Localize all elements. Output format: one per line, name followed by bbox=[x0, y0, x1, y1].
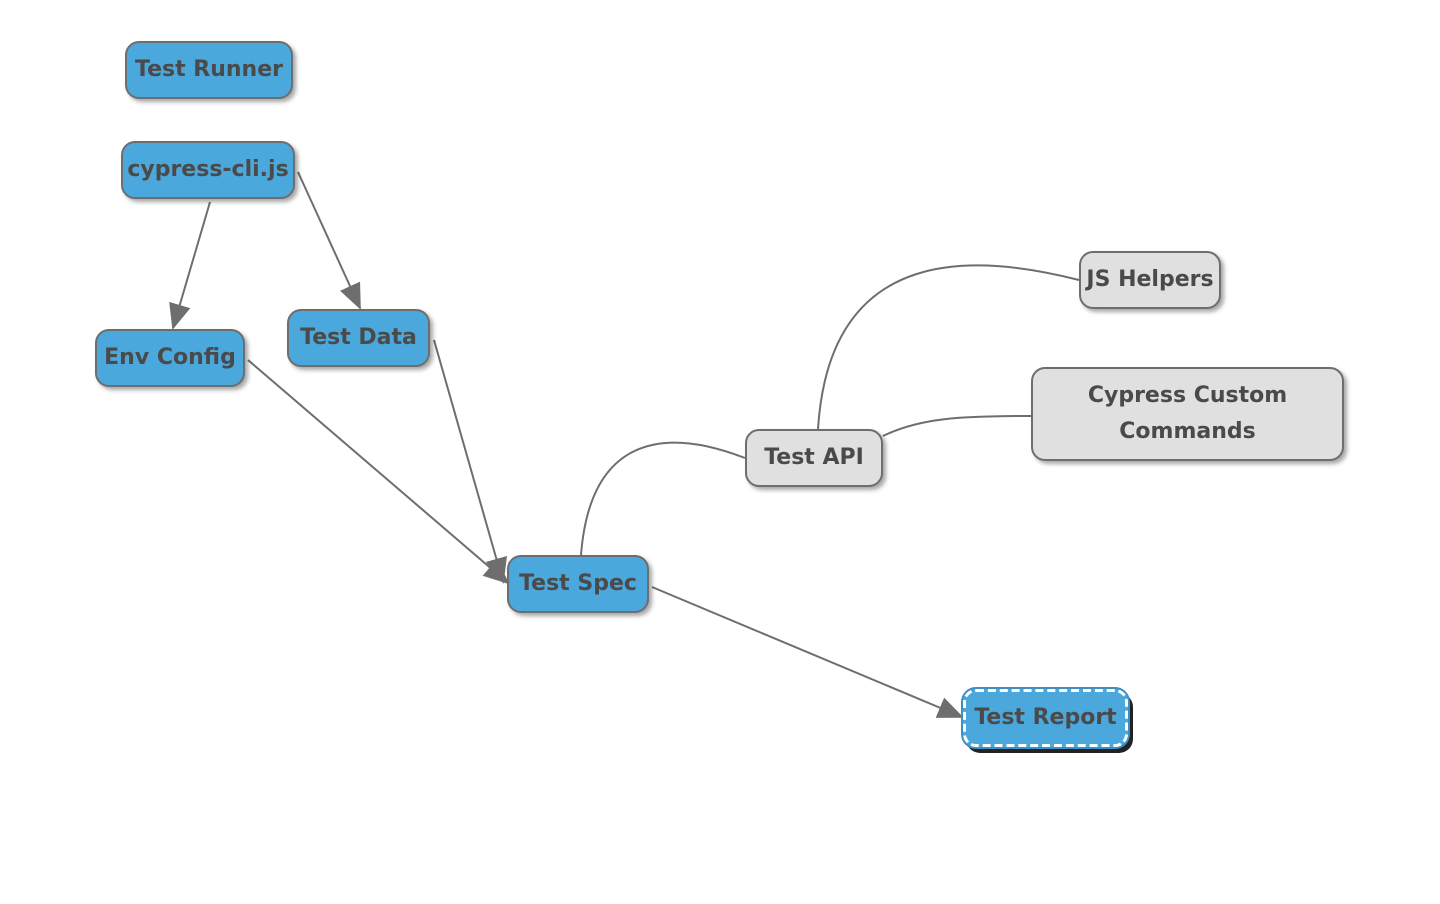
edge-test-spec-to-test-report bbox=[651, 586, 964, 718]
node-test-spec[interactable]: Test Spec bbox=[507, 555, 649, 613]
node-test-spec-label: Test Spec bbox=[519, 571, 637, 596]
node-test-report-label: Test Report bbox=[974, 705, 1117, 730]
node-test-api-label: Test API bbox=[764, 445, 864, 470]
node-test-api[interactable]: Test API bbox=[745, 429, 883, 487]
node-js-helpers-label: JS Helpers bbox=[1086, 267, 1214, 292]
node-cypress-cli[interactable]: cypress-cli.js bbox=[121, 141, 295, 199]
node-test-report[interactable]: Test Report bbox=[961, 687, 1130, 749]
node-test-data[interactable]: Test Data bbox=[287, 309, 430, 367]
node-test-runner-label: Test Runner bbox=[135, 57, 283, 82]
node-cypress-custom-commands[interactable]: Cypress Custom Commands bbox=[1031, 367, 1344, 461]
edge-test-api-to-js-helpers bbox=[817, 264, 1080, 430]
edge-cli-to-env-config bbox=[169, 201, 211, 330]
node-test-data-label: Test Data bbox=[300, 325, 417, 350]
edge-cli-to-test-data bbox=[297, 171, 361, 310]
node-env-config[interactable]: Env Config bbox=[95, 329, 245, 387]
edge-env-config-to-test-spec bbox=[247, 359, 510, 585]
edge-test-spec-to-test-api bbox=[580, 441, 746, 556]
node-cypress-custom-commands-line2: Commands bbox=[1119, 419, 1256, 444]
edge-test-data-to-test-spec bbox=[433, 339, 507, 584]
node-js-helpers[interactable]: JS Helpers bbox=[1079, 251, 1221, 309]
node-test-runner[interactable]: Test Runner bbox=[125, 41, 293, 99]
node-env-config-label: Env Config bbox=[104, 345, 236, 370]
node-cypress-custom-commands-line1: Cypress Custom bbox=[1087, 383, 1288, 408]
node-cypress-cli-label: cypress-cli.js bbox=[127, 157, 289, 182]
edge-test-api-to-custom-commands bbox=[882, 415, 1032, 437]
